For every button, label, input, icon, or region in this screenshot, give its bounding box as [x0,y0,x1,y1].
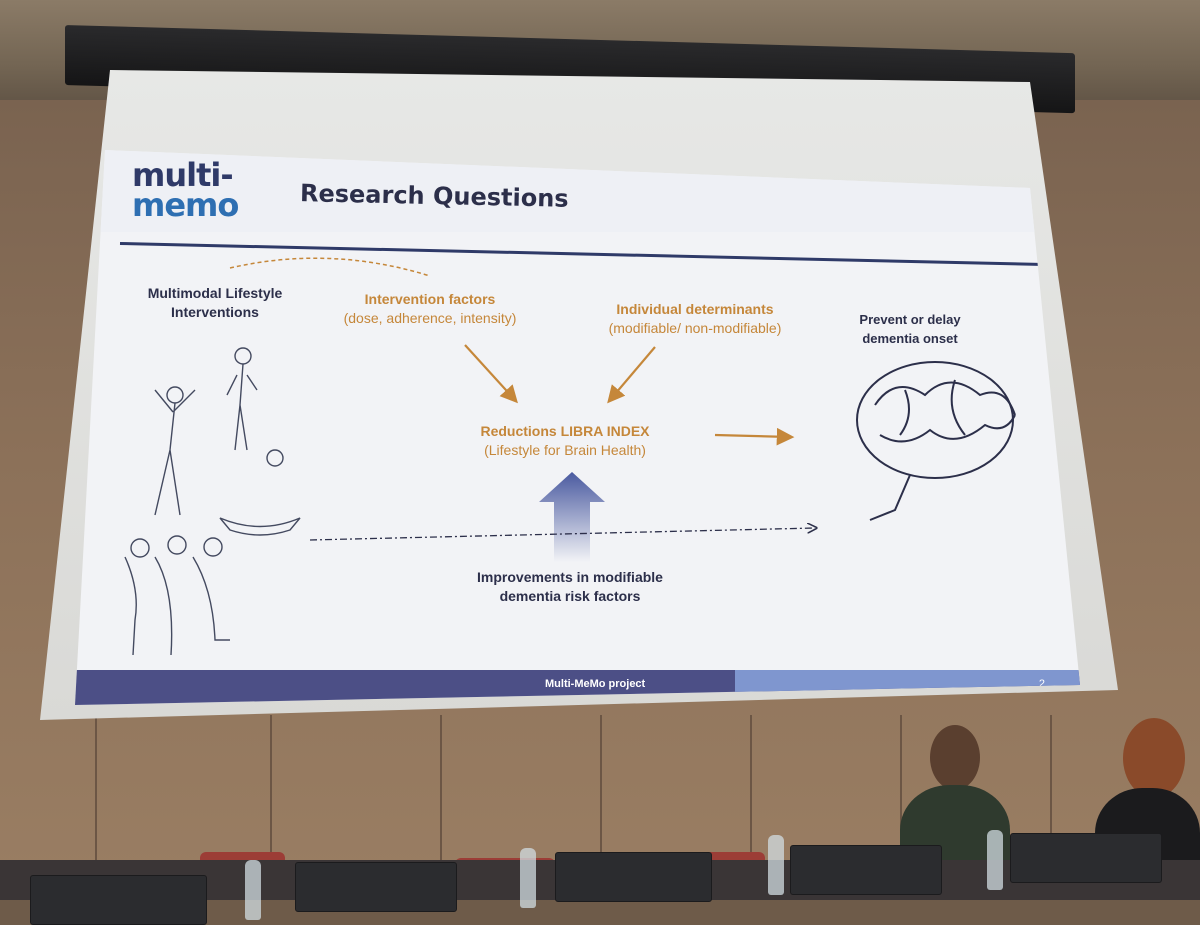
arrow-to-outcome [714,427,795,446]
wall-panel-divider [900,715,902,900]
figures-sketch [124,347,301,656]
panelist-head [930,725,980,790]
slide-page-number: 2 [1038,678,1045,690]
desk-monitor [1010,833,1162,883]
reductions-block: Reductions LIBRA INDEX (Lifestyle for Br… [445,422,685,460]
dash-dot-arrow [309,528,815,541]
wall-panel-divider [600,715,602,900]
water-bottle [768,835,784,895]
wall-panel-divider [750,715,752,900]
desk-monitor [30,875,207,925]
intervention-factors-title: Intervention factors [364,291,496,307]
water-bottle [245,860,261,920]
individual-determinants-subtitle: (modifiable/ non-modifiable) [608,320,782,336]
desk-monitor [790,845,942,895]
reductions-title: Reductions LIBRA INDEX [480,423,650,439]
wall-panel-divider [270,715,272,900]
wall-panel-divider [440,715,442,900]
presentation-slide: multi- memo Research Questions Multimoda… [75,150,1080,705]
reductions-subtitle: (Lifestyle for Brain Health) [484,442,646,458]
left-label: Multimodal Lifestyle Interventions [147,285,283,320]
individual-determinants-title: Individual determinants [616,301,774,317]
water-bottle [520,848,536,908]
intervention-factors-block: Intervention factors (dose, adherence, i… [310,290,550,328]
arrow-determinants [607,346,656,404]
intervention-factors-subtitle: (dose, adherence, intensity) [343,310,517,326]
dashed-double-arrow [229,257,431,277]
improvements-label: Improvements in modifiable dementia risk… [477,569,663,604]
logo-line-1: multi- [132,156,234,194]
arrow-intervention [464,344,518,404]
diagram-graphics [124,257,1016,656]
water-bottle [987,830,1003,890]
logo-line-2: memo [132,186,239,224]
brain-icon [856,361,1016,521]
wall-panel-divider [1050,715,1052,900]
multimemo-logo: multi- memo [132,159,239,224]
desk-monitor [555,852,712,902]
wall-panel-divider [95,715,97,900]
upward-arrow [539,472,605,562]
outcome-label: Prevent or delay dementia onset [859,312,961,346]
individual-determinants-block: Individual determinants (modifiable/ non… [590,300,800,338]
panelist-head [1123,718,1185,798]
footer-project-label: Multi-MeMo project [545,678,646,690]
desk-monitor [295,862,457,912]
